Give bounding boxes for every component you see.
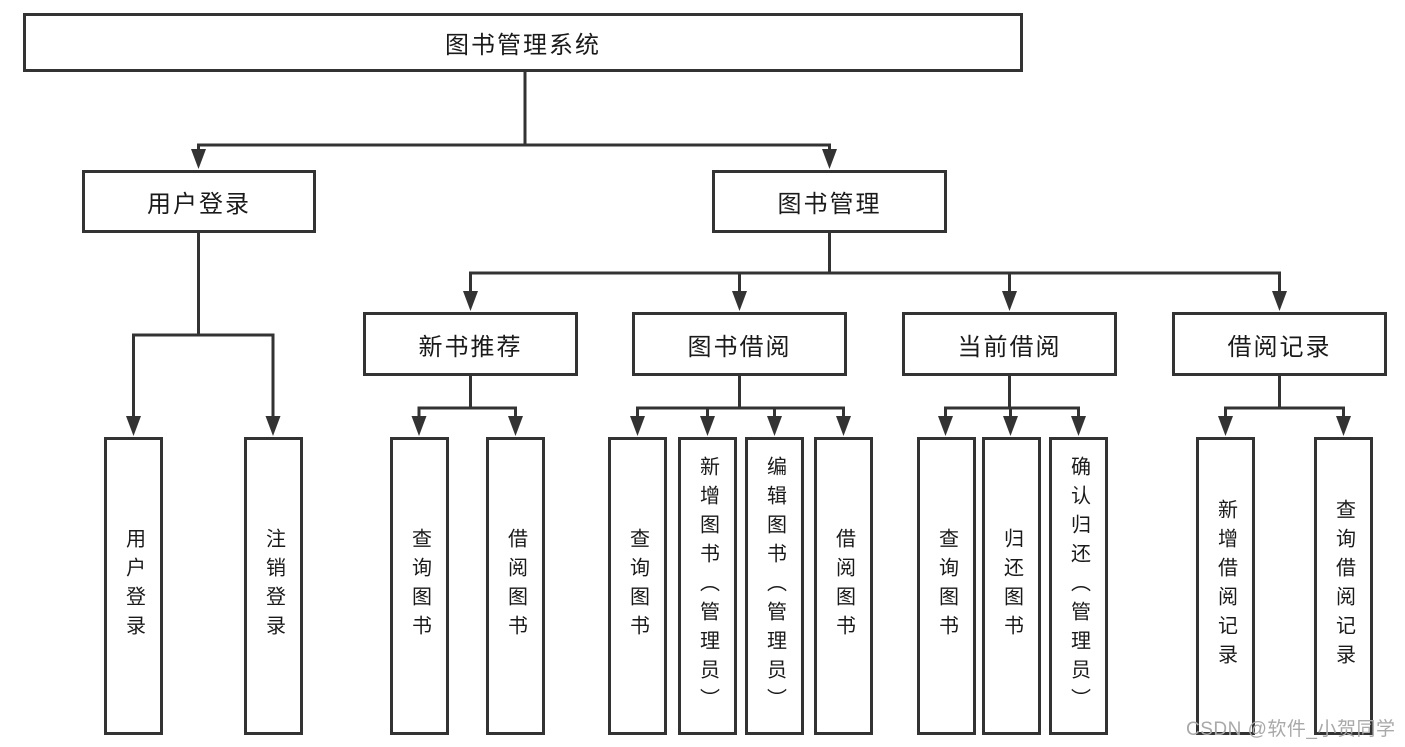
node-borrow-books-recommend: 借阅图书 [486,437,545,735]
node-user-login-branch: 用户登录 [82,170,316,233]
node-new-book-recommendation: 新书推荐 [363,312,578,376]
node-query-books-current: 查询图书 [917,437,976,735]
node-edit-books-admin: 编辑图书（管理员） [745,437,804,735]
node-library-management-system: 图书管理系统 [23,13,1023,72]
node-borrow-books-borrowing: 借阅图书 [814,437,873,735]
node-query-books-recommend: 查询图书 [390,437,449,735]
node-borrowing-records: 借阅记录 [1172,312,1387,376]
node-return-books: 归还图书 [982,437,1041,735]
node-confirm-return-admin: 确认归还（管理员） [1049,437,1108,735]
node-user-login: 用户登录 [104,437,163,735]
node-add-books-admin: 新增图书（管理员） [678,437,737,735]
node-add-borrow-record: 新增借阅记录 [1196,437,1255,735]
node-current-borrowing: 当前借阅 [902,312,1117,376]
node-book-borrowing: 图书借阅 [632,312,847,376]
node-query-books-borrowing: 查询图书 [608,437,667,735]
node-query-borrow-record: 查询借阅记录 [1314,437,1373,735]
csdn-watermark: CSDN @软件_小贺同学 [1186,719,1396,740]
node-book-management: 图书管理 [712,170,947,233]
node-logout-login: 注销登录 [244,437,303,735]
